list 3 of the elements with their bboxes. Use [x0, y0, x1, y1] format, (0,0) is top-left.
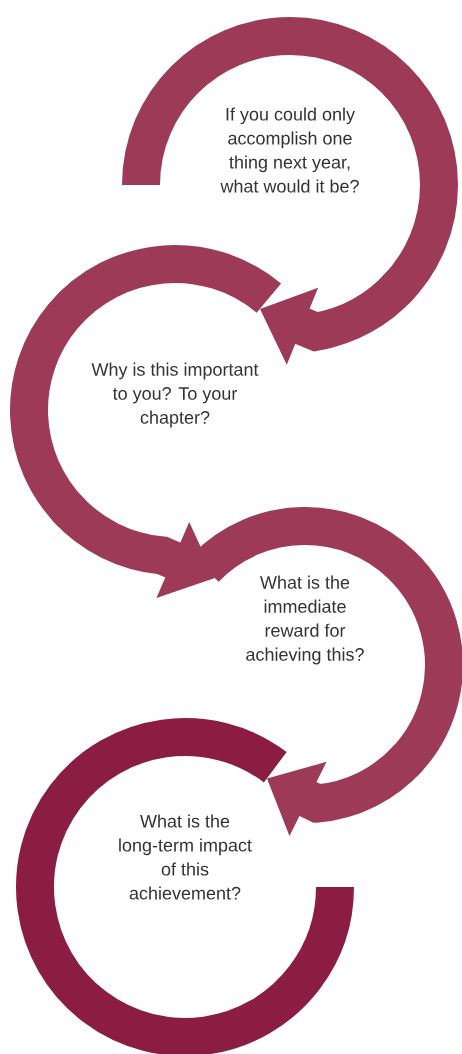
- open-ring: Why is this important to you? To your chapter?: [10, 245, 281, 526]
- open-ring: If you could only accomplish one thing next year, what would it be?: [122, 17, 458, 304]
- open-ring: What is the long-term impact of this achievement?: [16, 718, 354, 1054]
